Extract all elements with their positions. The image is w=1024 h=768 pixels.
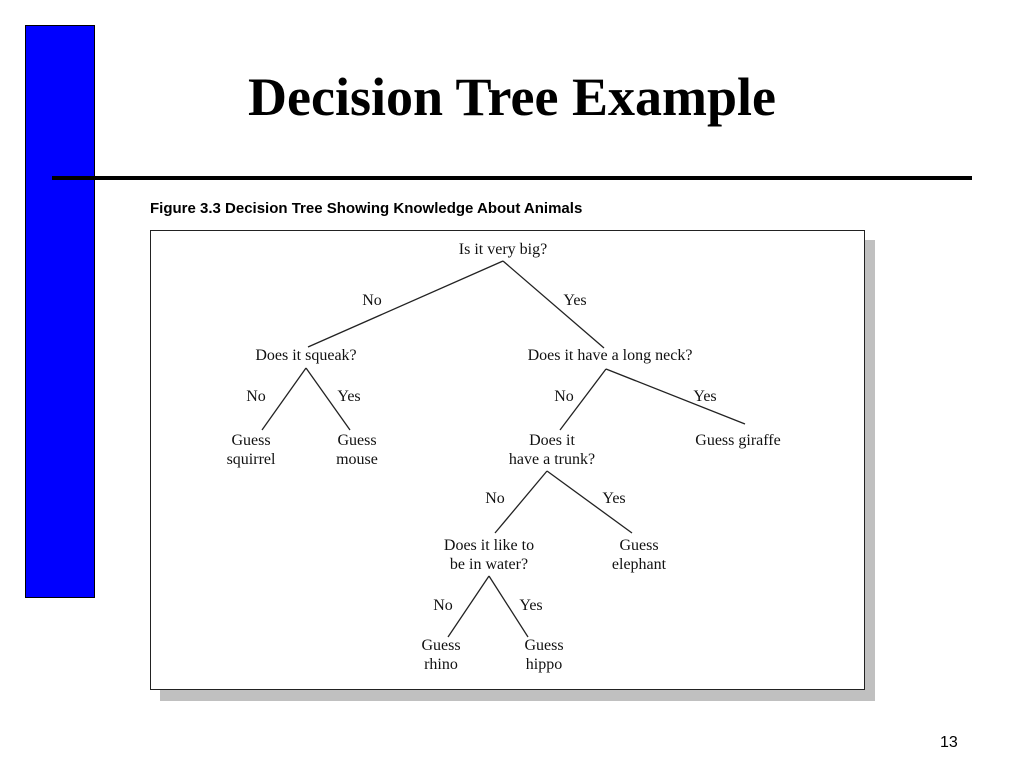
node-elephant: Guess elephant xyxy=(612,536,666,574)
node-neck: Does it have a long neck? xyxy=(527,347,693,364)
edge-root-yes xyxy=(502,260,605,349)
figure-caption: Figure 3.3 Decision Tree Showing Knowled… xyxy=(150,200,583,217)
edge-squeak-yes xyxy=(305,367,351,431)
edge-root-no xyxy=(307,260,504,348)
edge-trunk-yes xyxy=(546,470,633,534)
edge-label-root-yes: Yes xyxy=(563,292,587,309)
node-hippo-line2: hippo xyxy=(525,656,563,673)
edge-label-trunk-no: No xyxy=(485,490,505,507)
edge-water-yes xyxy=(488,575,529,638)
node-mouse-line1: Guess xyxy=(337,432,377,449)
node-hippo: Guess hippo xyxy=(524,636,563,674)
node-mouse-line2: mouse xyxy=(336,451,378,468)
node-squirrel: Guess squirrel xyxy=(227,431,276,469)
edge-neck-yes xyxy=(605,368,746,425)
node-squirrel-line2: squirrel xyxy=(226,451,276,468)
node-rhino-line2: rhino xyxy=(424,656,458,673)
edge-label-water-no: No xyxy=(433,597,453,614)
edge-water-no xyxy=(447,575,490,638)
edge-label-trunk-yes: Yes xyxy=(602,490,626,507)
node-squirrel-line1: Guess xyxy=(231,432,271,449)
node-elephant-line2: elephant xyxy=(611,556,667,573)
node-water: Does it like to be in water? xyxy=(444,536,534,574)
edge-label-squeak-no: No xyxy=(246,388,266,405)
edge-neck-no xyxy=(559,368,607,431)
node-giraffe: Guess giraffe xyxy=(695,432,781,449)
node-hippo-line1: Guess xyxy=(524,637,564,654)
node-elephant-line1: Guess xyxy=(619,537,659,554)
edge-label-water-yes: Yes xyxy=(519,597,543,614)
node-root: Is it very big? xyxy=(458,241,548,258)
edge-label-squeak-yes: Yes xyxy=(337,388,361,405)
figure-frame xyxy=(150,230,865,690)
edge-squeak-no xyxy=(261,367,307,431)
node-rhino-line1: Guess xyxy=(421,637,461,654)
node-rhino: Guess rhino xyxy=(421,636,460,674)
node-water-line2: be in water? xyxy=(449,556,529,573)
edge-label-neck-no: No xyxy=(554,388,574,405)
node-water-line1: Does it like to xyxy=(443,537,535,554)
node-trunk-line1: Does it xyxy=(529,432,575,449)
blue-accent-bar xyxy=(25,25,95,598)
node-trunk: Does it have a trunk? xyxy=(509,431,595,469)
title-divider xyxy=(52,176,972,180)
edge-label-neck-yes: Yes xyxy=(693,388,717,405)
node-squeak: Does it squeak? xyxy=(255,347,357,364)
node-trunk-line2: have a trunk? xyxy=(508,451,596,468)
page-number: 13 xyxy=(940,734,958,751)
edge-label-root-no: No xyxy=(362,292,382,309)
edge-trunk-no xyxy=(494,470,548,534)
node-mouse: Guess mouse xyxy=(336,431,378,469)
slide-title: Decision Tree Example xyxy=(248,67,776,127)
